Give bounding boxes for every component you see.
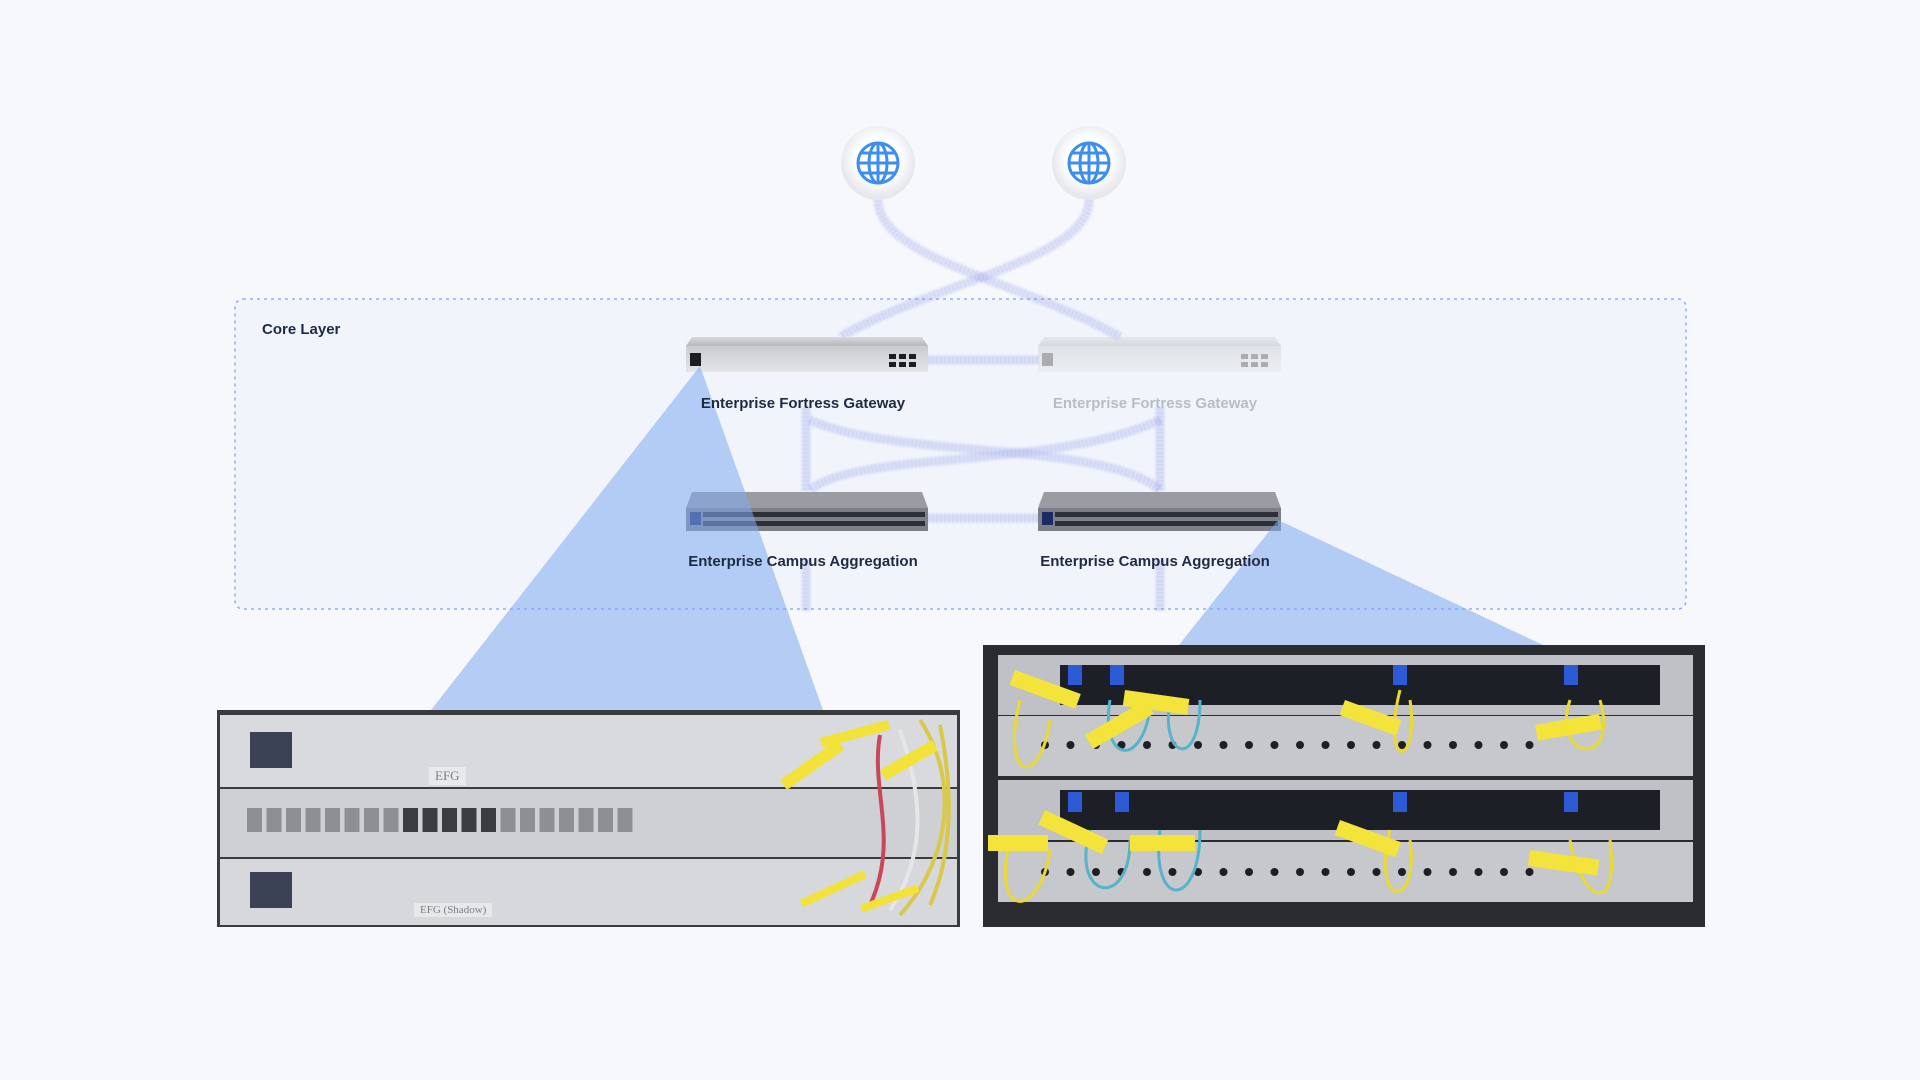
port-hole <box>1398 868 1406 876</box>
port-hole <box>1500 868 1508 876</box>
link-internet2-gateway1 <box>837 199 1094 341</box>
rj45-port <box>598 808 613 832</box>
port-hole <box>1270 741 1279 749</box>
core-layer-title: Core Layer <box>262 321 341 338</box>
rj45-port <box>286 808 301 832</box>
link-gateway2-agg1 <box>807 415 1162 494</box>
rj45-port <box>539 808 555 832</box>
port-hole <box>1500 741 1508 749</box>
aggregation-right-label: Enterprise Campus Aggregation <box>1040 553 1270 570</box>
internet-node-2[interactable] <box>1052 126 1126 200</box>
gateway-primary-device[interactable] <box>686 337 928 372</box>
rj45-port <box>442 808 457 832</box>
rj45-port <box>344 808 360 832</box>
globe-icon <box>1067 141 1111 185</box>
rj45-port <box>305 808 321 832</box>
zoom-cone-aggregation <box>1179 520 1543 645</box>
rj45-port <box>481 808 496 832</box>
port-hole <box>1372 741 1381 749</box>
rj45-port <box>266 808 282 832</box>
port-hole <box>1296 868 1304 876</box>
link-gateway1-agg2 <box>808 415 1163 494</box>
port-hole <box>1321 868 1330 876</box>
port-hole <box>1219 868 1228 876</box>
port-hole <box>1525 741 1534 749</box>
port-hole <box>1474 741 1483 749</box>
photo-label-efg: EFG <box>429 767 466 785</box>
port-hole <box>1525 868 1534 876</box>
port-hole <box>1449 868 1457 876</box>
gateway-primary-label: Enterprise Fortress Gateway <box>700 395 906 412</box>
gateway-shadow-label: Enterprise Fortress Gateway <box>1052 395 1258 412</box>
link-internet1-gateway2 <box>873 199 1123 341</box>
zoom-cone-gateway <box>431 366 823 710</box>
photo-aggregation-rack <box>983 645 1705 927</box>
port-hole <box>1168 868 1177 876</box>
port-hole <box>1092 868 1100 876</box>
internet-node-1[interactable] <box>841 126 915 200</box>
gateway-shadow-device[interactable] <box>1038 337 1281 372</box>
port-hole <box>1321 741 1330 749</box>
rj45-port <box>325 808 340 832</box>
port-hole <box>1474 868 1483 876</box>
core-layer-box <box>234 298 1687 610</box>
port-hole <box>1347 868 1355 876</box>
rj45-port <box>364 808 379 832</box>
port-hole <box>1117 741 1126 749</box>
port-hole <box>1245 868 1253 876</box>
rj45-port <box>520 808 535 832</box>
aggregation-right-device[interactable] <box>1038 492 1281 531</box>
aggregation-left-label: Enterprise Campus Aggregation <box>688 553 918 570</box>
links <box>801 199 1165 610</box>
port-hole <box>1143 741 1151 749</box>
port-hole <box>1372 868 1381 876</box>
rj45-port <box>403 808 418 832</box>
rj45-port <box>422 808 438 832</box>
port-hole <box>1270 868 1279 876</box>
port-hole <box>1143 868 1151 876</box>
photo-label-efg-shadow: EFG (Shadow) <box>414 903 493 917</box>
rj45-port <box>383 808 399 832</box>
rj45-port <box>578 808 594 832</box>
port-hole <box>1449 741 1457 749</box>
port-hole <box>1245 741 1253 749</box>
rj45-port <box>247 808 262 832</box>
rj45-port <box>461 808 477 832</box>
rj45-port <box>559 808 574 832</box>
port-hole <box>1423 868 1432 876</box>
port-hole <box>1066 741 1075 749</box>
globe-icon <box>856 141 900 185</box>
port-hole <box>1398 741 1406 749</box>
port-hole <box>1347 741 1355 749</box>
port-hole <box>1219 741 1228 749</box>
port-hole <box>1194 741 1202 749</box>
port-hole <box>1296 741 1304 749</box>
rj45-port <box>617 808 633 832</box>
rj45-port <box>500 808 516 832</box>
photo-gateway-rack <box>217 710 960 927</box>
port-hole <box>1423 741 1432 749</box>
port-hole <box>1194 868 1202 876</box>
port-hole <box>1066 868 1075 876</box>
